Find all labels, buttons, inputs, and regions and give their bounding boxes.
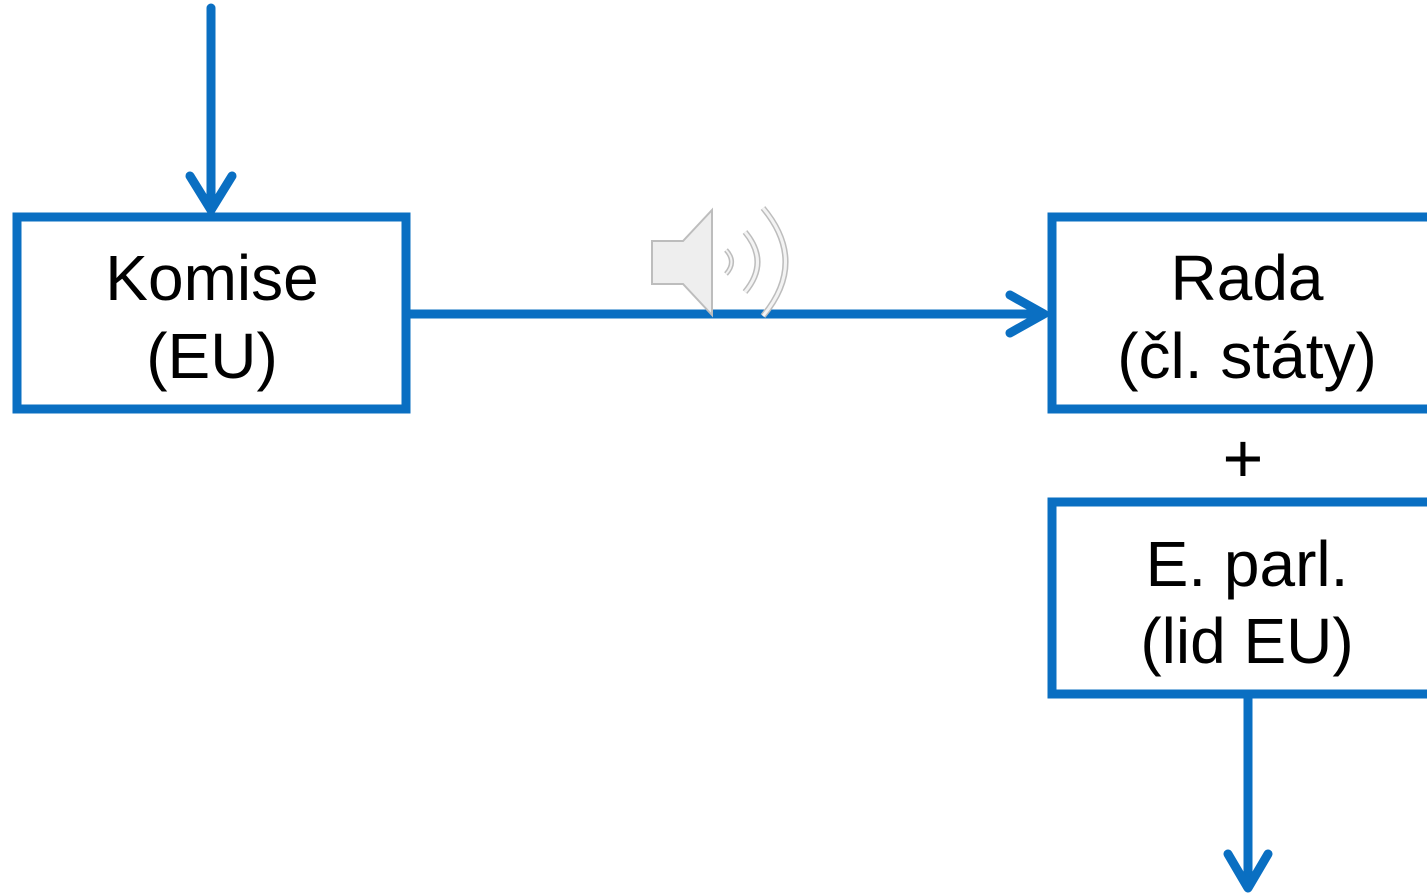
parlament-node: E. parl. (lid EU) [1047, 497, 1427, 699]
incoming-arrow [185, 3, 237, 215]
komise-title: Komise [105, 242, 318, 314]
speaker-icon[interactable] [651, 206, 789, 318]
plus-sign: + [1223, 419, 1264, 497]
parlament-title: E. parl. [1146, 528, 1349, 600]
parlament-subtitle: (lid EU) [1140, 605, 1353, 677]
komise-subtitle: (EU) [146, 320, 278, 392]
rada-subtitle: (čl. státy) [1117, 320, 1377, 392]
komise-to-rada-arrow [405, 290, 1049, 338]
rada-node: Rada (čl. státy) [1047, 212, 1427, 414]
outgoing-arrow [1223, 693, 1273, 893]
rada-title: Rada [1171, 242, 1324, 314]
komise-node: Komise (EU) [12, 212, 411, 414]
